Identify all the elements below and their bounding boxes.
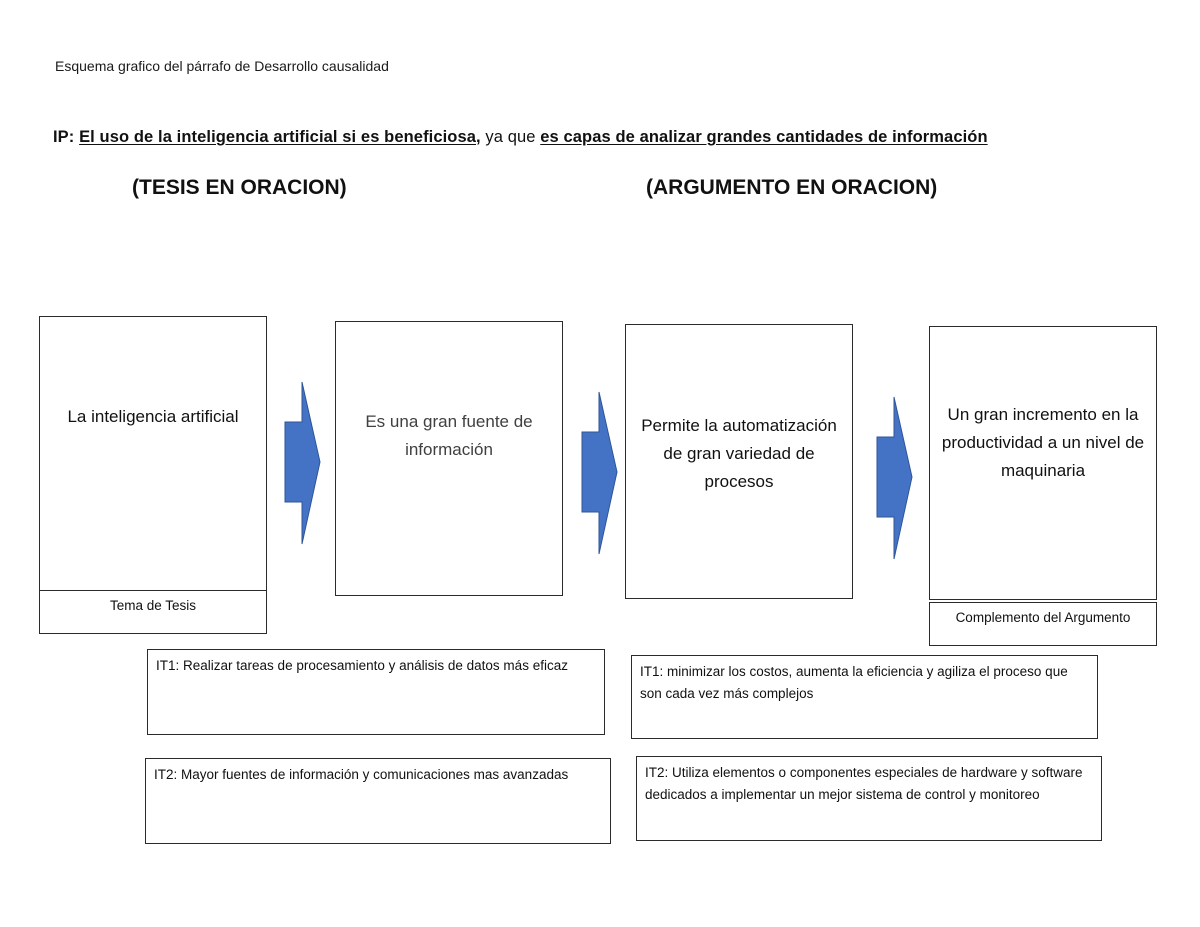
idea-text: Mayor fuentes de información y comunicac…: [177, 767, 569, 782]
ip-separator: ,: [476, 128, 481, 146]
idea-tag: IT2:: [645, 765, 669, 780]
thesis-idea-1: IT1: Realizar tareas de procesamiento y …: [147, 649, 605, 735]
document-title: Esquema grafico del párrafo de Desarroll…: [55, 58, 389, 74]
idea-tag: IT1:: [156, 658, 180, 673]
ip-statement: IP: El uso de la inteligencia artificial…: [53, 128, 988, 147]
ip-label: IP:: [53, 128, 75, 146]
thesis-development-box: Es una gran fuente de información: [335, 321, 563, 596]
argument-complement-text: Un gran incremento en la productividad a…: [941, 405, 1145, 480]
argument-idea-2: IT2: Utiliza elementos o componentes esp…: [636, 756, 1102, 841]
argument-complement-label: Complemento del Argumento: [929, 602, 1157, 646]
arrow-right-icon: [875, 395, 915, 561]
arrow-right-icon: [283, 380, 323, 546]
thesis-idea-2: IT2: Mayor fuentes de información y comu…: [145, 758, 611, 844]
thesis-development-text: Es una gran fuente de información: [365, 412, 533, 459]
argument-idea-1: IT1: minimizar los costos, aumenta la ef…: [631, 655, 1098, 739]
thesis-topic-label: Tema de Tesis: [39, 590, 267, 634]
idea-tag: IT1:: [640, 664, 664, 679]
argument-text: Permite la automatización de gran varied…: [641, 416, 837, 491]
thesis-topic-box: La inteligencia artificial: [39, 316, 267, 591]
idea-text: Realizar tareas de procesamiento y análi…: [179, 658, 568, 673]
arrow-right-icon: [580, 390, 620, 556]
thesis-heading: (TESIS EN ORACION): [132, 176, 347, 199]
idea-text: Utiliza elementos o componentes especial…: [645, 765, 1083, 802]
idea-tag: IT2:: [154, 767, 178, 782]
argument-heading: (ARGUMENTO EN ORACION): [646, 176, 938, 199]
ip-thesis: El uso de la inteligencia artificial si …: [79, 128, 477, 146]
thesis-topic-text: La inteligencia artificial: [67, 407, 239, 426]
argument-complement-box: Un gran incremento en la productividad a…: [929, 326, 1157, 600]
ip-argument: es capas de analizar grandes cantidades …: [540, 128, 988, 146]
argument-box: Permite la automatización de gran varied…: [625, 324, 853, 599]
idea-text: minimizar los costos, aumenta la eficien…: [640, 664, 1068, 701]
ip-connector: ya que: [480, 128, 541, 146]
